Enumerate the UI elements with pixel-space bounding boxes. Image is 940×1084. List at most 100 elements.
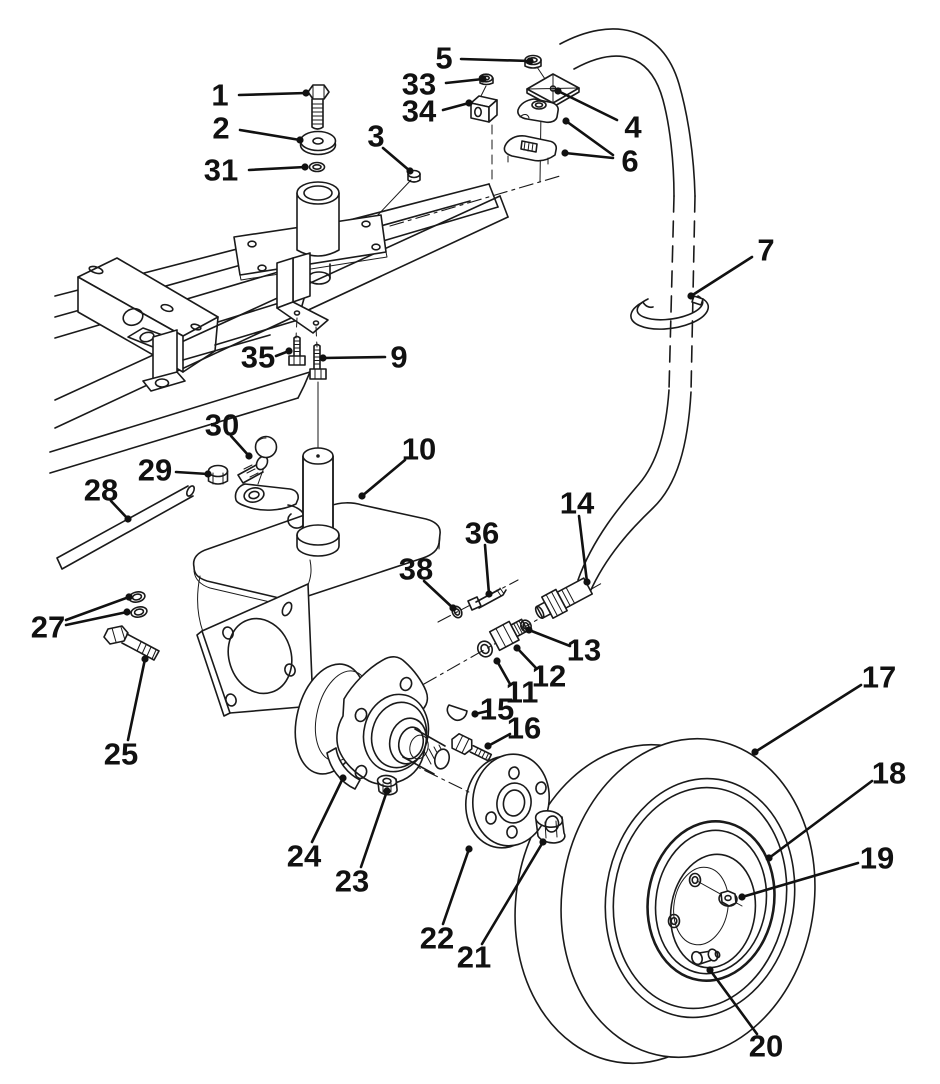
leader-dot xyxy=(765,854,773,862)
callout-24: 24 xyxy=(287,774,347,874)
part-number-10: 10 xyxy=(402,432,436,467)
leader-line xyxy=(577,514,589,584)
rail-centerline xyxy=(389,175,561,227)
part-number-1: 1 xyxy=(211,78,228,113)
bolt-1-head xyxy=(307,84,330,100)
callout-34: 34 xyxy=(402,94,473,129)
part-number-5: 5 xyxy=(435,41,452,76)
callout-22: 22 xyxy=(420,845,473,956)
part-number-33: 33 xyxy=(402,67,436,102)
callout-10: 10 xyxy=(358,432,436,500)
part-number-38: 38 xyxy=(399,552,433,587)
part-number-27: 27 xyxy=(31,610,65,645)
leader-line xyxy=(753,683,863,754)
leader-line xyxy=(64,610,129,627)
callout-33: 33 xyxy=(402,67,487,102)
grease-line-axis xyxy=(437,579,519,623)
bolt-35 xyxy=(288,335,306,366)
leader-dot xyxy=(125,593,133,601)
callout-11: 11 xyxy=(493,657,538,710)
steering-arm xyxy=(234,483,306,529)
caster-fork-10 xyxy=(192,447,441,717)
fork-assembly xyxy=(56,435,441,717)
snap-ring-7 xyxy=(630,295,710,330)
leader-dot xyxy=(339,774,347,782)
leader-dot xyxy=(319,354,327,362)
leader-dot xyxy=(383,787,391,795)
callout-9: 9 xyxy=(319,340,408,375)
leader-line xyxy=(515,646,538,670)
leader-line xyxy=(109,499,130,521)
leader-dot xyxy=(302,89,310,97)
part-number-34: 34 xyxy=(402,94,437,129)
clamp-parts xyxy=(470,54,580,183)
callout-25: 25 xyxy=(104,655,149,772)
leader-line xyxy=(310,776,345,844)
leader-dot xyxy=(738,893,746,901)
callout-15: 15 xyxy=(471,692,514,727)
leader-line xyxy=(708,968,759,1036)
callout-18: 18 xyxy=(765,756,906,862)
woodruff-key-15 xyxy=(446,704,468,721)
part-number-20: 20 xyxy=(749,1029,783,1064)
ball-stud xyxy=(254,435,278,459)
callout-7: 7 xyxy=(687,233,775,300)
callout-3: 3 xyxy=(367,119,414,175)
leader-dot xyxy=(358,492,366,500)
part-number-4: 4 xyxy=(624,110,642,145)
part-number-12: 12 xyxy=(532,659,566,694)
callout-30: 30 xyxy=(205,408,253,460)
callout-1: 1 xyxy=(211,78,310,113)
mount-plate-group xyxy=(233,181,388,380)
part-number-17: 17 xyxy=(862,660,896,695)
clamp-34 xyxy=(470,95,498,123)
leader-line xyxy=(441,101,471,112)
fork-plate xyxy=(196,583,314,717)
leader-dot xyxy=(141,655,149,663)
leader-line xyxy=(767,779,874,860)
leader-dot xyxy=(449,604,457,612)
lug-nut-19 xyxy=(718,890,738,907)
leader-line xyxy=(480,840,545,946)
callout-21: 21 xyxy=(457,838,547,975)
leader-dot xyxy=(687,292,695,300)
part-number-35: 35 xyxy=(241,340,275,375)
callout-35: 35 xyxy=(241,340,293,375)
leader-line xyxy=(360,458,407,498)
callout-31: 31 xyxy=(204,153,309,188)
leader-line xyxy=(483,543,491,596)
leader-line xyxy=(64,595,131,622)
leader-line xyxy=(247,165,307,172)
wheel-group xyxy=(514,737,816,1065)
callout-5: 5 xyxy=(435,41,534,76)
part-number-30: 30 xyxy=(205,408,239,443)
callout-16: 16 xyxy=(484,711,541,750)
rim-dish xyxy=(669,853,757,969)
leader-dot xyxy=(554,87,562,95)
part-number-9: 9 xyxy=(390,340,407,375)
leader-line xyxy=(740,861,860,899)
leader-line xyxy=(459,57,532,63)
leader-line xyxy=(556,89,619,122)
spindle-tube xyxy=(296,447,340,557)
flange-and-nut xyxy=(464,753,566,849)
leader-line xyxy=(238,128,302,142)
leader-dot xyxy=(123,608,131,616)
callout-2: 2 xyxy=(212,111,304,146)
leader-dot xyxy=(296,136,304,144)
part-number-29: 29 xyxy=(138,453,172,488)
hub-lip xyxy=(326,747,361,790)
leader-dot xyxy=(301,163,309,171)
leader-dot xyxy=(204,470,212,478)
leader-dot xyxy=(479,75,487,83)
bolt-16 xyxy=(451,732,493,762)
leader-line xyxy=(359,789,389,869)
callout-28: 28 xyxy=(84,473,132,523)
ball-joint-30 xyxy=(237,435,278,484)
flange-nuts-27 xyxy=(128,591,148,618)
part-number-13: 13 xyxy=(567,633,601,668)
part-number-36: 36 xyxy=(465,516,499,551)
leader-dot xyxy=(525,626,533,634)
